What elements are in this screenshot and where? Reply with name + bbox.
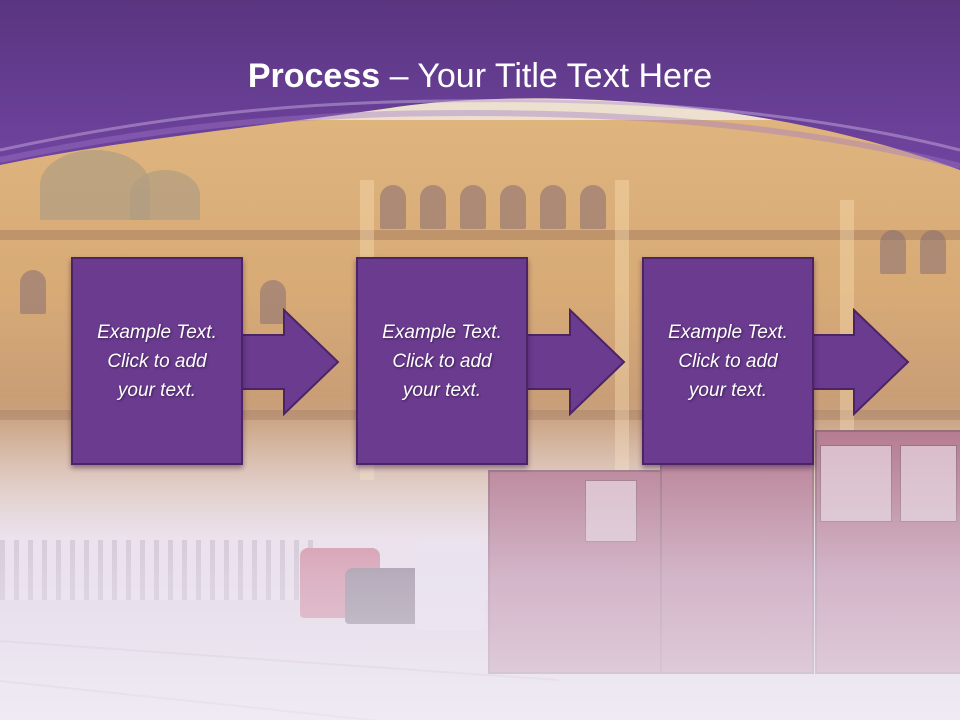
step-text-line: Click to add: [392, 350, 492, 372]
right-arrow-icon: [808, 308, 910, 416]
header-banner: [0, 0, 960, 170]
right-arrow-icon: [524, 308, 626, 416]
slide-title[interactable]: Process – Your Title Text Here: [0, 54, 960, 98]
step-box-1[interactable]: Example Text. Click to add your text.: [71, 257, 243, 465]
step-text-line: Example Text.: [668, 321, 788, 343]
step-text-line: your text.: [117, 379, 197, 401]
step-box-3[interactable]: Example Text. Click to add your text.: [642, 257, 814, 465]
step-text-line: Example Text.: [97, 321, 217, 343]
step-text-line: Example Text.: [382, 321, 502, 343]
right-arrow-icon: [238, 308, 340, 416]
step-text-line: Click to add: [107, 350, 207, 372]
step-box-2[interactable]: Example Text. Click to add your text.: [356, 257, 528, 465]
title-rest: – Your Title Text Here: [380, 57, 713, 95]
title-bold: Process: [247, 57, 381, 95]
step-text-line: your text.: [688, 379, 768, 401]
step-text-line: Click to add: [678, 350, 778, 372]
step-text-line: your text.: [402, 379, 482, 401]
